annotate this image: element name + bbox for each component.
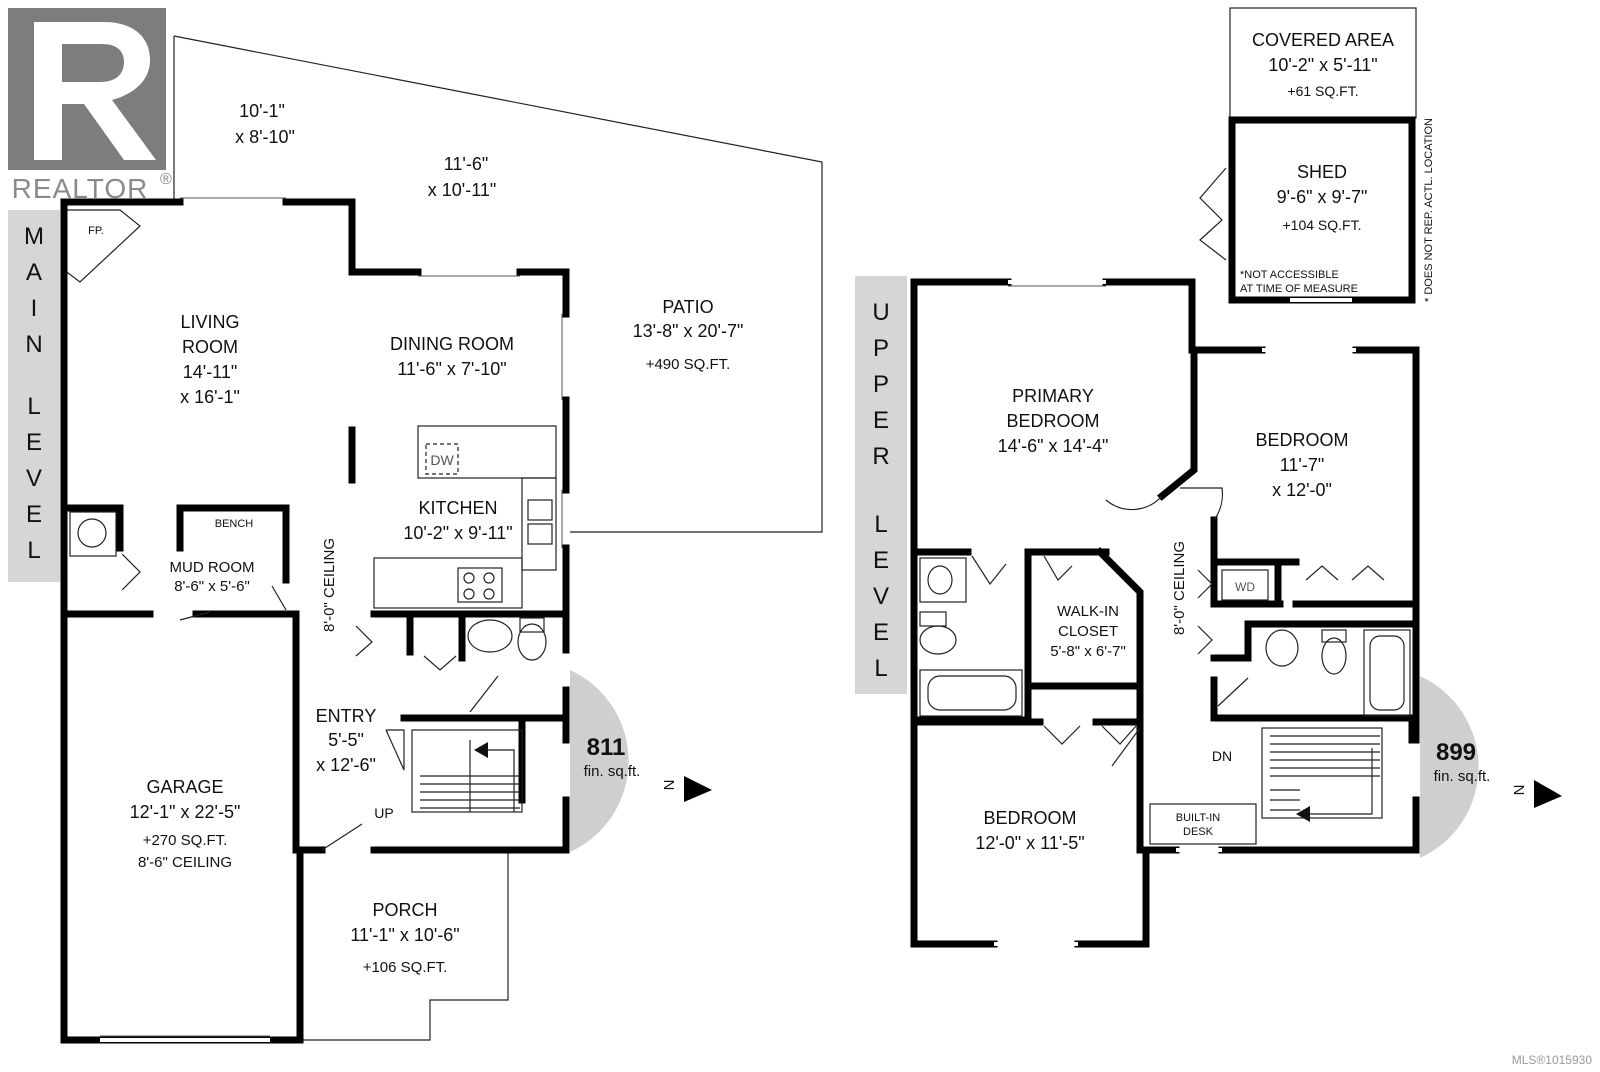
garage-area: +270 SQ.FT. <box>143 832 228 849</box>
living-dim1: 14'-11" <box>183 362 238 382</box>
compass-n-main: N <box>661 780 678 791</box>
main-level-plan <box>60 35 823 1044</box>
dishwasher-label: DW <box>430 452 454 468</box>
patio-dims: 13'-8" x 20'-7" <box>633 321 744 341</box>
bedroom3-name: BEDROOM <box>983 808 1076 828</box>
covered-name: COVERED AREA <box>1252 30 1394 50</box>
primary-dims: 14'-6" x 14'-4" <box>998 436 1109 456</box>
walkin-name2: CLOSET <box>1058 623 1118 640</box>
walkin-dims: 5'-8" x 6'-7" <box>1050 643 1126 660</box>
main-ceiling-note: 8'-0" CEILING <box>321 538 338 632</box>
garage-dims: 12'-1" x 22'-5" <box>130 802 241 822</box>
stairs-down-label: DN <box>1212 748 1232 764</box>
kitchen-name: KITCHEN <box>418 498 497 518</box>
shed-note-2: AT TIME OF MEASURE <box>1240 283 1358 295</box>
dining-dims: 11'-6" x 7'-10" <box>397 359 506 379</box>
compass-upper: N 899 fin. sq.ft. <box>1420 676 1562 858</box>
main-area-unit: fin. sq.ft. <box>584 763 641 780</box>
patio-corner-dim2: x 8'-10" <box>235 127 295 147</box>
porch-dims: 11'-1" x 10'-6" <box>350 925 459 945</box>
entry-dim1: 5'-5" <box>328 730 364 750</box>
realtor-logo: REALTOR ® <box>8 8 172 204</box>
banner-letter: L <box>874 511 887 538</box>
primary-name2: BEDROOM <box>1006 411 1099 431</box>
bedroom2-name: BEDROOM <box>1255 430 1348 450</box>
bedroom2-dim1: 11'-7" <box>1280 455 1325 475</box>
banner-letter: E <box>873 619 889 646</box>
banner-letter: M <box>24 223 44 250</box>
living-dim2: x 16'-1" <box>180 387 240 407</box>
walkin-name1: WALK-IN <box>1057 603 1119 620</box>
banner-letter: V <box>873 583 889 610</box>
covered-area: +61 SQ.FT. <box>1287 83 1358 99</box>
shed-side-note: * DOES NOT REP. ACTL. LOCATION <box>1423 118 1435 302</box>
bedroom3-dims: 12'-0" x 11'-5" <box>975 833 1084 853</box>
garage-name: GARAGE <box>146 777 223 797</box>
fireplace-label: FP. <box>88 225 104 237</box>
patio-mid-dim2: x 10'-11" <box>428 180 497 200</box>
patio-area: +490 SQ.FT. <box>646 356 731 373</box>
banner-letter: P <box>873 371 889 398</box>
shed-note-1: *NOT ACCESSIBLE <box>1240 269 1339 281</box>
banner-letter: L <box>27 537 40 564</box>
desk-name1: BUILT-IN <box>1176 812 1220 824</box>
garage-ceiling: 8'-6" CEILING <box>138 854 232 871</box>
patio-name: PATIO <box>662 297 713 317</box>
patio-corner-dim1: 10'-1" <box>239 101 285 121</box>
compass-n-upper: N <box>1511 785 1528 796</box>
banner-letter: V <box>26 465 42 492</box>
banner-letter: U <box>872 299 889 326</box>
kitchen-dims: 10'-2" x 9'-11" <box>403 523 512 543</box>
banner-letter: L <box>27 393 40 420</box>
covered-dims: 10'-2" x 5'-11" <box>1268 55 1377 75</box>
dining-name: DINING ROOM <box>390 334 514 354</box>
banner-letter: A <box>26 259 42 286</box>
upper-area-unit: fin. sq.ft. <box>1434 768 1491 785</box>
banner-letter: N <box>25 331 42 358</box>
upper-stairs <box>1149 727 1383 845</box>
desk-name2: DESK <box>1183 826 1214 838</box>
patio-mid-dim1: 11'-6" <box>444 154 489 174</box>
mls-id: MLS®1015930 <box>1512 1053 1593 1067</box>
banner-letter: E <box>873 407 889 434</box>
porch-name: PORCH <box>372 900 437 920</box>
mud-dims: 8'-6" x 5'-6" <box>174 578 250 595</box>
upper-level-plan <box>910 278 1420 948</box>
main-stairs <box>411 729 523 813</box>
stairs-up-label: UP <box>374 805 393 821</box>
banner-letter: P <box>873 335 889 362</box>
primary-name1: PRIMARY <box>1012 386 1094 406</box>
entry-dim2: x 12'-6" <box>316 755 376 775</box>
shed-area: +104 SQ.FT. <box>1283 217 1362 233</box>
upper-ceiling-note: 8'-0" CEILING <box>1171 541 1188 635</box>
mud-name: MUD ROOM <box>170 559 255 576</box>
porch-area: +106 SQ.FT. <box>363 959 448 976</box>
banner-letter: E <box>873 547 889 574</box>
living-name2: ROOM <box>182 337 238 357</box>
shed-name: SHED <box>1297 162 1347 182</box>
banner-letter: E <box>26 501 42 528</box>
upper-area-value: 899 <box>1436 739 1476 766</box>
bedroom2-dim2: x 12'-0" <box>1272 480 1332 500</box>
banner-letter: I <box>31 295 38 322</box>
entry-name: ENTRY <box>316 706 377 726</box>
living-name1: LIVING <box>180 312 239 332</box>
banner-letter: E <box>26 429 42 456</box>
compass-main: N 811 fin. sq.ft. <box>570 670 712 852</box>
outbuildings: COVERED AREA 10'-2" x 5'-11" +61 SQ.FT. … <box>1199 7 1435 304</box>
banner-letter: L <box>874 655 887 682</box>
main-area-value: 811 <box>587 734 626 761</box>
washer-dryer-label: WD <box>1235 580 1255 594</box>
registered-mark: ® <box>160 171 172 188</box>
banner-letter: R <box>872 443 889 470</box>
shed-dims: 9'-6" x 9'-7" <box>1277 187 1368 207</box>
bench-label: BENCH <box>215 518 254 530</box>
